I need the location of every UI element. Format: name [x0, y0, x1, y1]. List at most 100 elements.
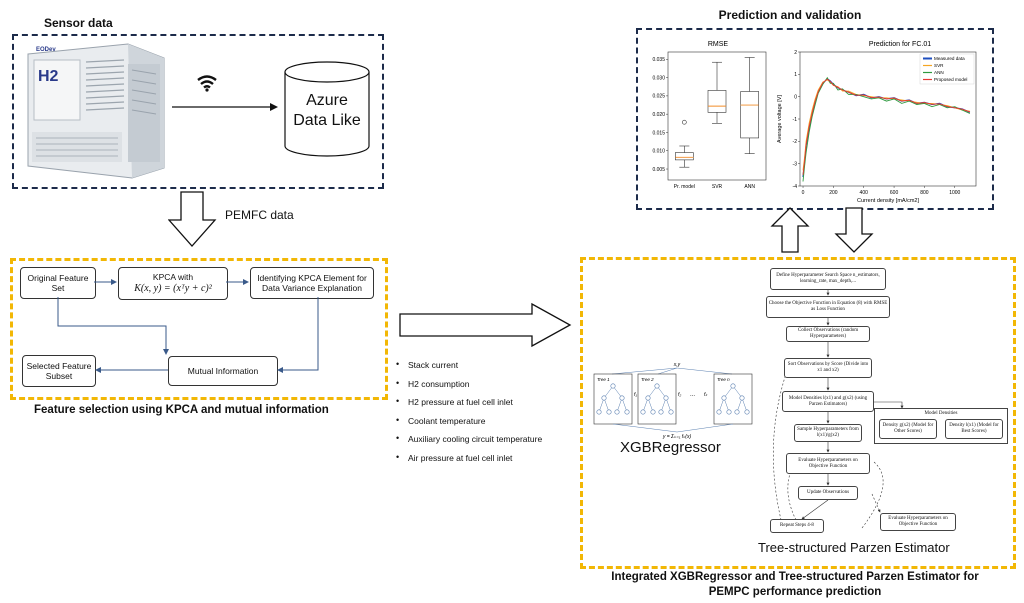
- xgb-trees-graphic: x,y Tree 1 Tree 2 Tree n f₁ f₂ ... fₖ y …: [593, 362, 753, 440]
- rmse-box-1: [707, 61, 727, 124]
- rmse-ytick-label: 0.010: [652, 149, 665, 155]
- tpe-step-evaluate: Evaluate Hyperparameters on Objective Fu…: [786, 453, 870, 474]
- rmse-plot-frame: [667, 51, 767, 181]
- fc-ytick-label: -2: [793, 139, 798, 145]
- bottom-caption-line2: PEMPC performance prediction: [708, 586, 882, 598]
- rmse-boxplot: RMSE 0.0050.0100.0150.0200.0250.0300.035…: [652, 41, 767, 190]
- fc-ytick-label: -1: [793, 117, 798, 123]
- rmse-ytick-label: 0.035: [652, 57, 665, 63]
- validation-down-arrow: [834, 207, 874, 253]
- feature-item: H2 pressure at fuel cell inlet: [396, 396, 542, 416]
- rmse-box-body: [740, 91, 759, 139]
- rmse-box-body: [675, 152, 694, 161]
- feature-item: H2 consumption: [396, 378, 542, 398]
- sensor-data-box: [12, 34, 384, 189]
- tpe-side-evaluate: Evaluate Hyperparameters on Objective Fu…: [880, 513, 956, 531]
- validation-up-arrow: [770, 207, 810, 253]
- tree-node: [650, 409, 656, 415]
- rmse-box-2: [740, 57, 759, 154]
- kpca-flow-arrows: [57, 279, 319, 373]
- tree-1-label: Tree 1: [597, 377, 610, 382]
- pemfc-data-label: PEMFC data: [225, 208, 294, 222]
- fc-legend-label: ANN: [934, 70, 944, 75]
- fc-series-line-0: [802, 78, 971, 178]
- fc-xlabel: Current density [mA/cm2]: [857, 198, 920, 204]
- tpe-label: Tree-structured Parzen Estimator: [758, 540, 950, 555]
- tree-node: [726, 409, 732, 415]
- to-model-right-arrow: [399, 302, 572, 348]
- tree-node: [596, 409, 602, 415]
- kpca-kernel-title: KPCA with: [152, 272, 194, 283]
- fc-legend-label: Proposed model: [934, 77, 967, 82]
- tree-node: [624, 409, 630, 415]
- fc-legend-label: Measured data: [934, 56, 965, 61]
- tpe-container: Define Hyperparameter Search Space n_est…: [762, 262, 1010, 544]
- tree-node: [614, 409, 620, 415]
- fc-ytick-label: 2: [794, 50, 797, 56]
- tree-node: [658, 409, 664, 415]
- feature-list: Stack current H2 consumption H2 pressure…: [396, 359, 542, 472]
- tree-node: [654, 383, 660, 389]
- device-brand-label: EODev: [36, 47, 56, 53]
- fc-xtick-label: 200: [829, 190, 838, 196]
- xgb-label: XGBRegressor: [620, 439, 721, 456]
- azure-label-line1: Azure: [306, 92, 348, 109]
- rmse-xtick-label: Pr. model: [674, 184, 695, 190]
- tpe-step-define-space: Define Hyperparameter Search Space n_est…: [770, 268, 886, 290]
- fc-ytick-label: 0: [794, 94, 797, 100]
- fc-xtick-label: 600: [890, 190, 899, 196]
- rmse-outlier: [682, 119, 687, 125]
- tpe-step-sort: Sort Observations by Score (Divide into …: [784, 358, 872, 378]
- tree-node: [734, 409, 740, 415]
- dots-label: ...: [690, 392, 695, 398]
- fc-series-line-2: [802, 76, 971, 182]
- prediction-title: Prediction and validation: [718, 8, 862, 22]
- kpca-kernel-box: KPCA with K(x, y) = (xᵀy + c)²: [118, 267, 228, 300]
- fc-xtick-label: 800: [920, 190, 929, 196]
- kpca-box: [10, 258, 388, 400]
- azure-label-line2: Data Like: [293, 112, 361, 129]
- f2-label: f₂: [678, 392, 681, 398]
- model-densities-title: Model Densities: [924, 411, 958, 416]
- f1-label: f₁: [634, 392, 637, 398]
- fuel-cell-unit-image: [27, 43, 165, 179]
- rmse-ytick-label: 0.015: [652, 130, 665, 136]
- tpe-step-update: Update Observations: [798, 486, 858, 500]
- tree-node: [645, 395, 651, 401]
- rmse-box-0: [675, 119, 694, 168]
- tree-node: [716, 409, 722, 415]
- feature-item: Coolant temperature: [396, 415, 542, 435]
- tree-node: [739, 395, 745, 401]
- fc-series-line-3: [802, 78, 971, 175]
- fc-xtick-label: 1000: [949, 190, 960, 196]
- fc-ylabel: Average voltage [V]: [777, 95, 783, 143]
- rmse-xtick-label: SVR: [712, 184, 723, 190]
- rmse-ytick-label: 0.025: [652, 94, 665, 100]
- tree-node: [640, 409, 646, 415]
- feature-item: Stack current: [396, 359, 542, 379]
- fc-ytick-label: -3: [793, 161, 798, 167]
- xgb-diagram: x,y Tree 1 Tree 2 Tree n f₁ f₂ ... fₖ y …: [592, 360, 762, 440]
- rmse-ytick-label: 0.030: [652, 75, 665, 81]
- model-box: [580, 257, 1016, 569]
- tree-node: [744, 409, 750, 415]
- tpe-step-collect: Collect Observations (random Hyperparame…: [786, 326, 870, 342]
- feature-item: Air pressure at fuel cell inlet: [396, 452, 542, 472]
- fc-series-line-1: [802, 79, 970, 171]
- tree-node: [601, 395, 607, 401]
- rmse-box-body: [707, 90, 727, 113]
- fc-xtick-label: 400: [860, 190, 869, 196]
- tree-node: [721, 395, 727, 401]
- feature-item: Auxiliary cooling circuit temperature: [396, 433, 542, 453]
- rmse-ytick-label: 0.020: [652, 112, 665, 118]
- prediction-box: [636, 28, 994, 210]
- bottom-caption-line1: Integrated XGBRegressor and Tree-structu…: [611, 571, 979, 583]
- fc-xtick-label: 0: [802, 190, 805, 196]
- rmse-ytick-label: 0.005: [652, 167, 665, 173]
- kpca-caption: Feature selection using KPCA and mutual …: [34, 404, 329, 416]
- rmse-xtick-label: ANN: [744, 184, 755, 190]
- fc-legend-label: SVR: [934, 63, 944, 68]
- tpe-step-sample: Sample Hyperparameters from l(x1)/g(x2): [794, 424, 862, 442]
- tree-n-label: Tree n: [717, 377, 730, 382]
- azure-database-icon: [284, 61, 370, 157]
